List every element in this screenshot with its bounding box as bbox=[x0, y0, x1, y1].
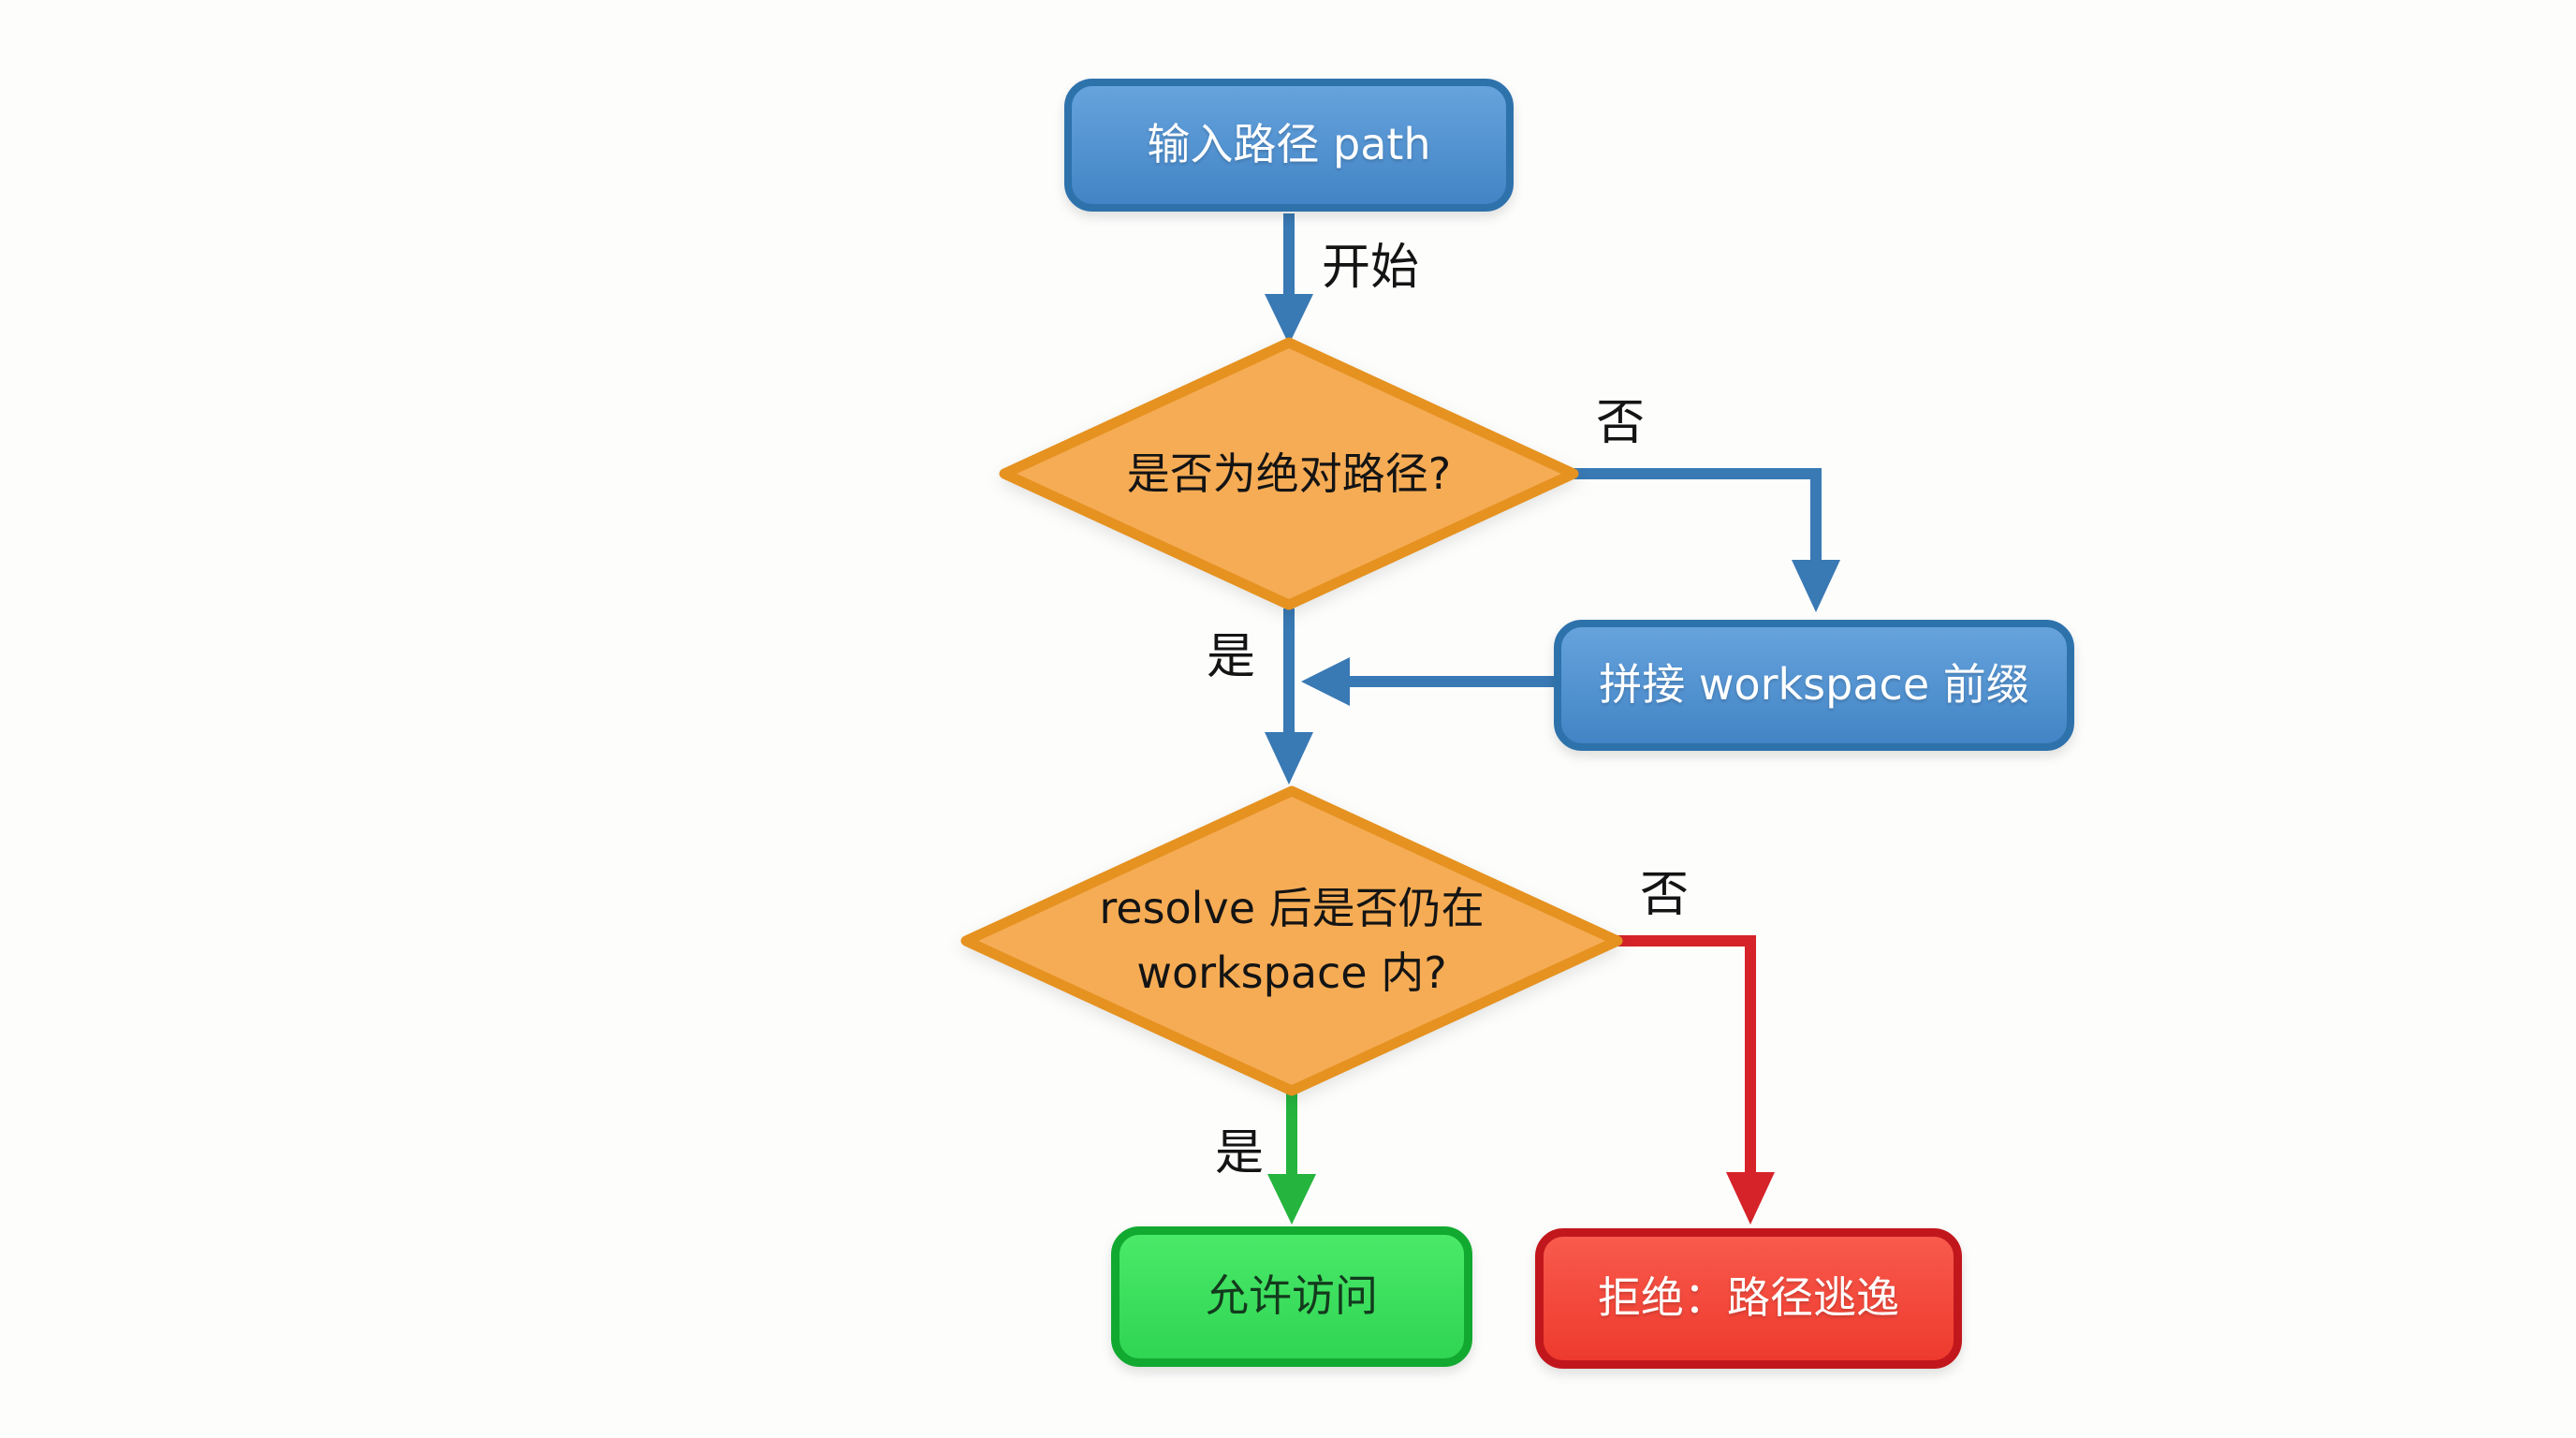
edge-start-arrowhead-icon bbox=[1265, 294, 1313, 345]
edge-no2-line bbox=[1616, 935, 1756, 1176]
node-resolve-in-workspace-label-line2: workspace 内? bbox=[1136, 947, 1447, 998]
node-resolve-in-workspace-label: resolve 后是否仍在 workspace 内? bbox=[966, 791, 1617, 1091]
node-prepend-workspace-label: 拼接 workspace 前缀 bbox=[1599, 659, 2029, 711]
node-input-path: 输入路径 path bbox=[1064, 79, 1514, 212]
decision-resolve-in-workspace-shape bbox=[960, 785, 1623, 1096]
edge-label-yes-1: 是 bbox=[1207, 629, 1256, 685]
edge-label-yes-2: 是 bbox=[1215, 1125, 1265, 1181]
node-deny-escape: 拒绝：路径逃逸 bbox=[1535, 1228, 1962, 1369]
edge-label-no-2: 否 bbox=[1640, 867, 1690, 923]
edge-yes2-arrowhead-icon bbox=[1267, 1174, 1316, 1225]
node-is-absolute-label: 是否为绝对路径? bbox=[1126, 448, 1452, 499]
node-allow-access-label: 允许访问 bbox=[1206, 1270, 1378, 1322]
edge-label-no-1: 否 bbox=[1596, 395, 1646, 451]
node-input-path-label: 输入路径 path bbox=[1147, 119, 1431, 170]
edge-no2-arrowhead-icon bbox=[1726, 1172, 1775, 1225]
node-resolve-in-workspace-label-line1: resolve 后是否仍在 bbox=[1099, 883, 1485, 933]
edge-no1-arrowhead-icon bbox=[1792, 560, 1840, 612]
edge-prepend-return-arrowhead-icon bbox=[1301, 657, 1350, 706]
edge-label-start: 开始 bbox=[1322, 240, 1420, 296]
edge-no1-line bbox=[1573, 468, 1822, 564]
node-prepend-workspace: 拼接 workspace 前缀 bbox=[1554, 620, 2074, 751]
edge-yes1-arrowhead-icon bbox=[1265, 732, 1313, 785]
decision-is-absolute-shape bbox=[999, 337, 1579, 610]
node-allow-access: 允许访问 bbox=[1111, 1226, 1472, 1367]
node-deny-escape-label: 拒绝：路径逃逸 bbox=[1598, 1272, 1899, 1324]
